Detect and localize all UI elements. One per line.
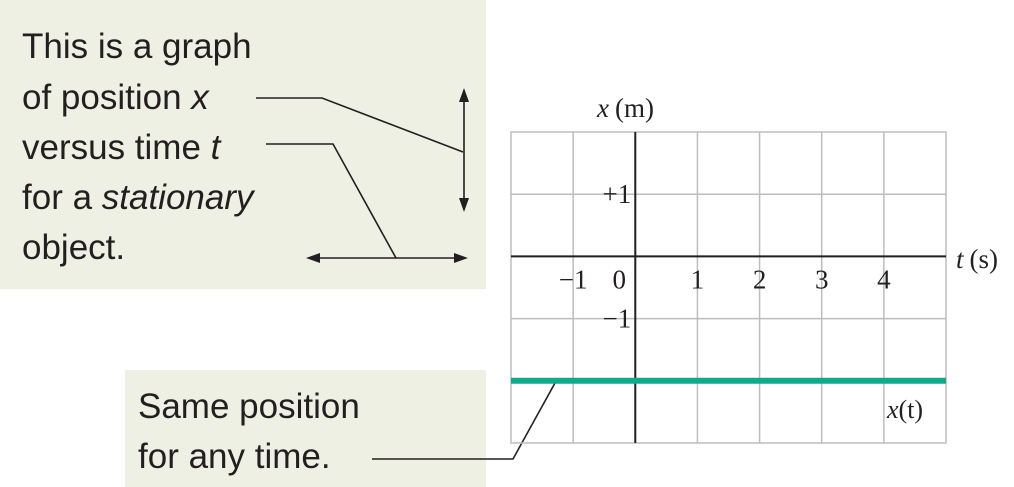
leader-lines: [256, 97, 556, 460]
top-callout-text: This is a graph of position x versus tim…: [22, 27, 256, 267]
x-tick-label: 2: [753, 264, 767, 294]
top-callout-box: [0, 0, 486, 289]
y-axis-label: x(m): [596, 93, 654, 123]
axes: [511, 132, 946, 443]
callout-var-x: x: [189, 78, 210, 117]
callout-line-4: for a stationary: [22, 178, 256, 217]
x-tick-label: −1: [559, 264, 588, 294]
x-axis-label: t(s): [956, 244, 998, 274]
callout-var-t: t: [211, 128, 222, 167]
y-tick-label: −1: [603, 304, 632, 334]
leader-same-position: [372, 382, 556, 460]
tick-labels: −1 0 1 2 3 4 +1 −1: [559, 179, 891, 333]
bottom-callout-box: [125, 370, 486, 487]
plot-border: [510, 131, 947, 444]
horizontal-arrow: [306, 253, 468, 263]
callout-line-5: object.: [22, 228, 125, 267]
callout-line-2: of position x: [22, 78, 210, 117]
vertical-arrow: [459, 88, 469, 212]
x-tick-label: 0: [613, 264, 627, 294]
y-tick-label: +1: [603, 179, 632, 209]
x-tick-label: 1: [691, 264, 705, 294]
chart-plot: −1 0 1 2 3 4 +1 −1: [510, 131, 947, 444]
series-label: x(t): [886, 395, 923, 424]
x-tick-label: 4: [877, 264, 891, 294]
leader-time-t: [266, 143, 397, 259]
bottom-callout-text: Same position for any time.: [138, 387, 360, 476]
callout-line-1: This is a graph: [22, 27, 252, 66]
leader-position-x: [256, 97, 464, 153]
x-tick-label: 3: [815, 264, 829, 294]
bottom-callout-line-1: Same position: [138, 387, 360, 426]
callout-line-3: versus time t: [22, 128, 222, 167]
callout-stationary: stationary: [102, 178, 256, 217]
bottom-callout-line-2: for any time.: [138, 437, 331, 476]
